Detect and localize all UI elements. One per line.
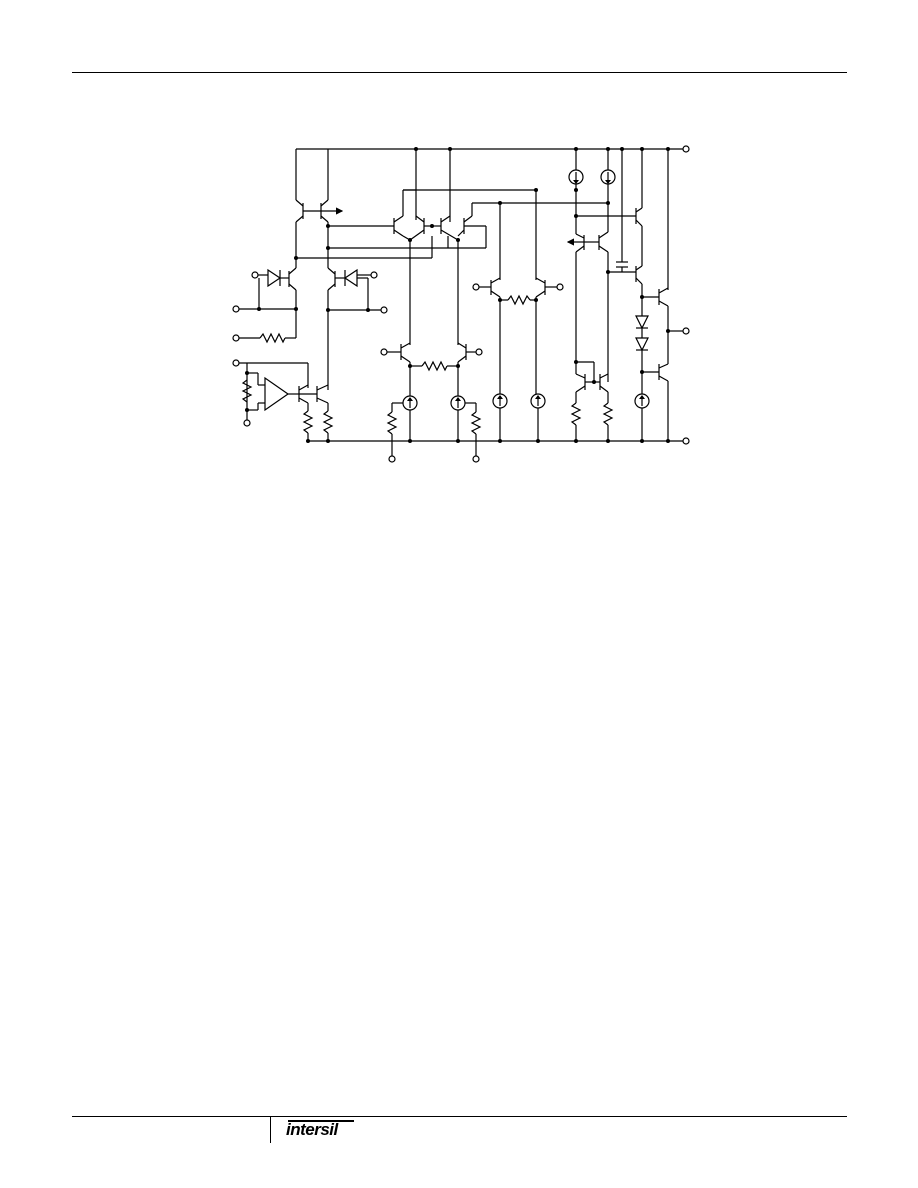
- terminal-input-plus: [475, 348, 483, 356]
- footer-divider: [270, 1117, 271, 1143]
- terminal-input-minus: [380, 348, 388, 356]
- reference-stage: [479, 188, 557, 443]
- compensation-capacitor: [616, 147, 628, 272]
- terminal-left-4: [232, 359, 240, 367]
- left-transistor-pair: [295, 149, 344, 268]
- footer-rule: [72, 1116, 847, 1117]
- terminal-left-1: [251, 271, 259, 279]
- right-diode-clamp: [326, 267, 381, 390]
- terminal-offset-2: [472, 455, 480, 463]
- logo-text: intersil: [286, 1120, 338, 1139]
- output-transistors: [658, 147, 683, 443]
- bottom-rail-junctions: [306, 439, 310, 443]
- left-diode-clamp: [239, 258, 298, 338]
- terminal-ref-1: [472, 283, 480, 291]
- bottom-left-transistor-pair: [298, 384, 334, 443]
- terminal-right-diode: [370, 271, 378, 279]
- terminal-left-3: [232, 334, 240, 342]
- op-amp-buffer: [239, 362, 309, 420]
- terminal-v-minus: [682, 437, 690, 445]
- terminal-left-5: [243, 419, 251, 427]
- input-stage-transistors: [393, 147, 608, 345]
- header-rule: [72, 72, 847, 73]
- terminal-ref-2: [556, 283, 564, 291]
- output-stage: [634, 147, 659, 443]
- bottom-current-mirror: [570, 360, 614, 443]
- terminal-mid-1: [380, 306, 388, 314]
- input-differential-pair: [387, 342, 476, 396]
- left-input-resistor: [239, 332, 296, 344]
- terminal-offset-1: [388, 455, 396, 463]
- intersil-logo: intersil: [286, 1120, 354, 1140]
- gain-stage: [566, 147, 636, 382]
- terminal-v-plus: [682, 145, 690, 153]
- terminal-left-2: [232, 305, 240, 313]
- interstage-wiring: [294, 224, 449, 260]
- terminal-output: [682, 327, 690, 335]
- logo-bar: [288, 1120, 354, 1122]
- input-current-sources: [386, 395, 482, 456]
